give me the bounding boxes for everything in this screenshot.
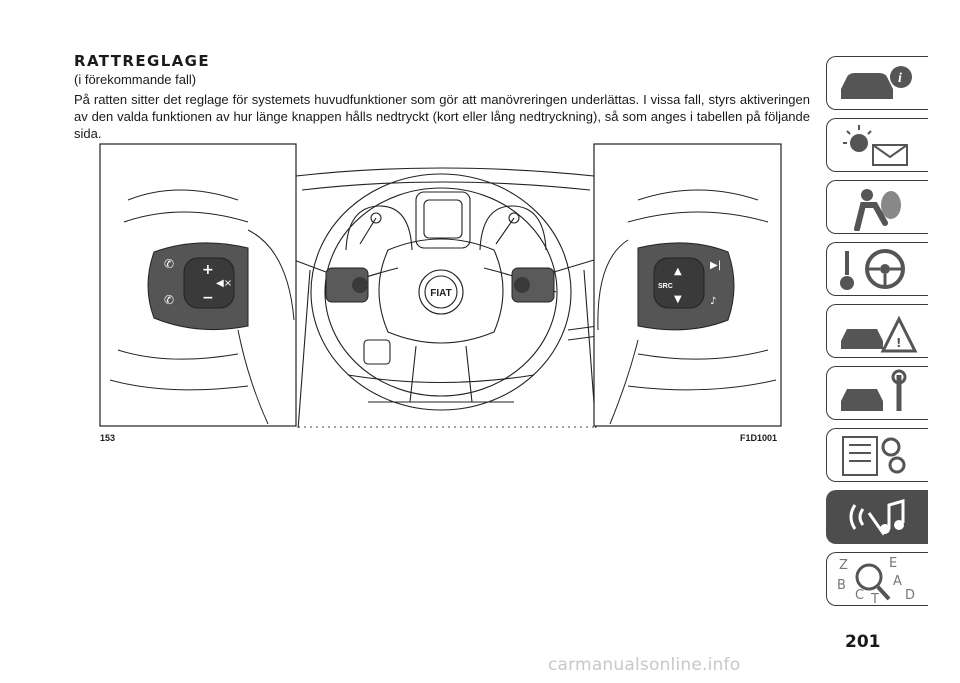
index-letter-b: B [837, 578, 846, 593]
emergency-icon: ! [841, 315, 918, 353]
svg-text:−: − [202, 290, 214, 306]
steering-wheel-illustration: FIAT + − ✆ ✆ ◀× [99, 143, 782, 428]
svg-text:i: i [898, 71, 902, 86]
index-icon: Z E B A C D T [837, 556, 915, 603]
tab-starting-driving[interactable] [826, 242, 928, 296]
steering-start-icon [840, 249, 905, 290]
safety-airbag-icon [854, 189, 901, 231]
section-body: På ratten sitter det reglage för systeme… [74, 92, 810, 141]
car-info-icon: i [841, 66, 912, 99]
svg-text:▶|: ▶| [710, 260, 721, 271]
text-block: RATTREGLAGE (i förekommande fall) På rat… [74, 52, 810, 142]
tab-warning-lights[interactable] [826, 118, 928, 172]
maintenance-icon [841, 369, 907, 411]
multimedia-icon [849, 499, 905, 536]
index-letter-z: Z [839, 558, 848, 573]
figure-number: 153 [100, 433, 116, 443]
section-subtitle: (i förekommande fall) [74, 72, 197, 87]
svg-text:▲: ▲ [674, 266, 682, 277]
tab-index[interactable]: Z E B A C D T [826, 552, 928, 606]
index-letter-a: A [893, 574, 902, 589]
fiat-logo-text: FIAT [430, 288, 451, 299]
index-letter-c: C [855, 588, 864, 603]
tab-maintenance[interactable] [826, 366, 928, 420]
tab-car-info[interactable]: i [826, 56, 928, 110]
svg-text:✆: ✆ [164, 293, 174, 307]
watermark: carmanualsonline.info [548, 655, 741, 675]
index-letter-t: T [870, 592, 879, 603]
index-letter-d: D [905, 588, 915, 603]
svg-text:+: + [202, 262, 214, 278]
tab-emergency[interactable]: ! [826, 304, 928, 358]
svg-text:!: ! [896, 336, 901, 350]
page-number: 201 [845, 632, 881, 652]
svg-text:✆: ✆ [164, 257, 174, 271]
svg-text:▼: ▼ [674, 294, 682, 305]
tab-technical-data[interactable] [826, 428, 928, 482]
index-letter-e: E [889, 556, 897, 571]
warning-lights-icon [843, 125, 908, 166]
steering-wheel-figure: FIAT + − ✆ ✆ ◀× [98, 140, 783, 428]
svg-text:♪: ♪ [710, 296, 716, 307]
svg-text:◀×: ◀× [216, 278, 232, 289]
tab-safety[interactable] [826, 180, 928, 234]
section-title: RATTREGLAGE [74, 52, 211, 70]
src-label: SRC [658, 283, 673, 290]
technical-data-icon [842, 436, 906, 476]
tab-multimedia[interactable] [826, 490, 928, 544]
figure-code: F1D1001 [740, 433, 778, 443]
